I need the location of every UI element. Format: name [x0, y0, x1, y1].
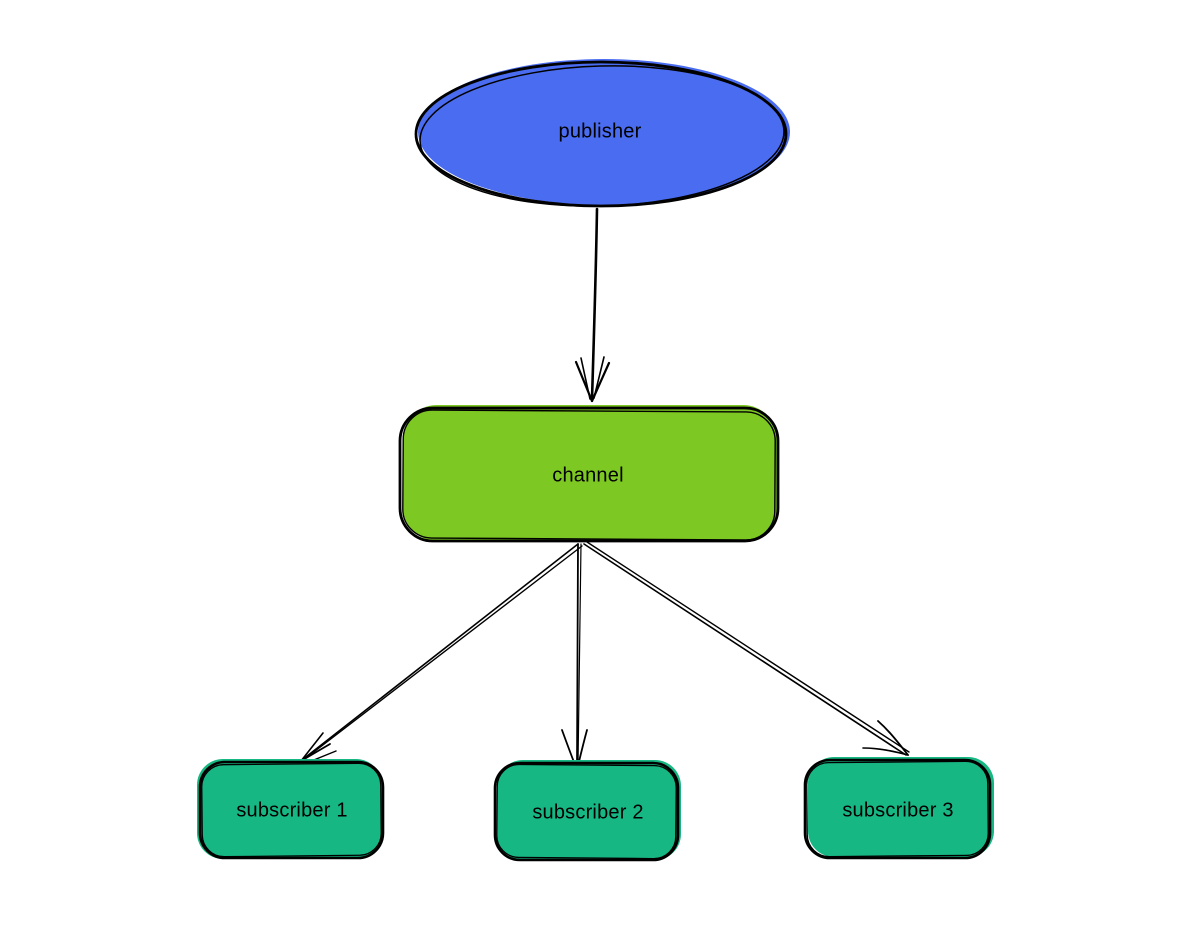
edge-channel-subscriber1	[300, 543, 583, 765]
subscriber1-label: subscriber 1	[236, 799, 348, 822]
subscriber2-fill	[497, 760, 681, 860]
subscriber1-outline-sketch	[201, 762, 382, 858]
channel-label: channel	[552, 464, 624, 487]
publisher-fill	[418, 59, 790, 205]
channel-node	[398, 405, 780, 543]
subscriber2-node	[493, 760, 681, 862]
subscriber3-label: subscriber 3	[842, 799, 954, 822]
subscriber3-outline	[803, 758, 992, 860]
subscriber2-label: subscriber 2	[532, 801, 644, 824]
edge-publisher-channel	[574, 207, 611, 403]
subscriber1-outline	[198, 760, 385, 860]
publisher-node	[414, 59, 790, 208]
subscriber2-outline	[493, 761, 680, 862]
subscriber3-outline-sketch	[806, 760, 989, 858]
channel-outline-sketch	[402, 409, 776, 541]
channel-fill	[403, 405, 777, 541]
publisher-label: publisher	[558, 120, 642, 143]
subscriber3-fill	[808, 757, 994, 857]
publisher-outline-sketch	[419, 65, 785, 207]
subscriber2-outline-sketch	[496, 763, 677, 860]
edge-channel-subscriber3	[583, 541, 910, 756]
channel-outline	[398, 406, 780, 543]
subscriber1-node	[197, 759, 385, 860]
subscriber3-node	[803, 757, 994, 860]
subscriber1-fill	[197, 759, 382, 859]
edge-channel-subscriber2	[561, 543, 588, 771]
